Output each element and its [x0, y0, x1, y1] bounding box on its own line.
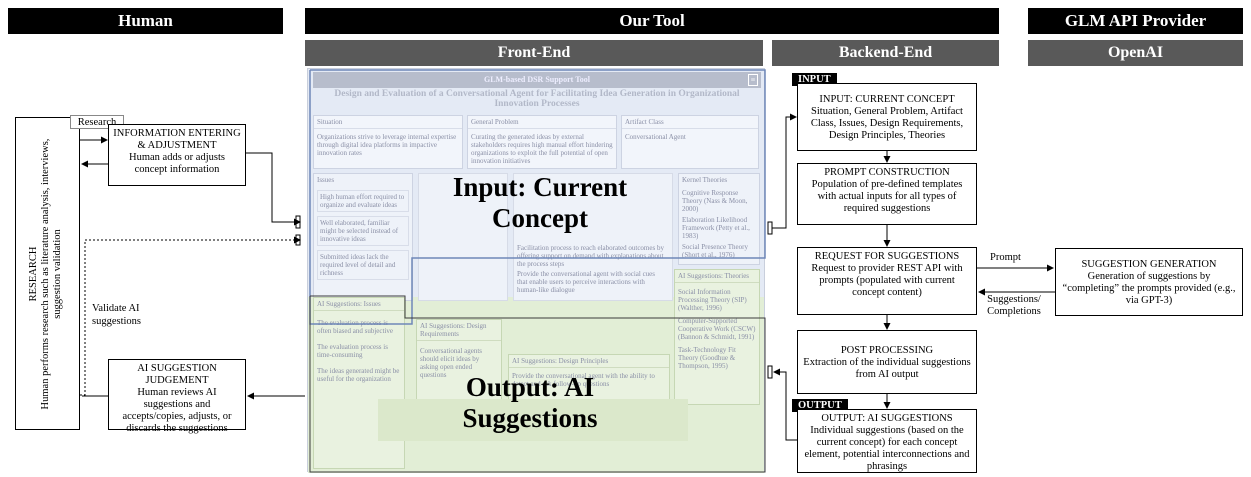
menu-icon[interactable]: ≡	[748, 74, 758, 86]
backend-output-box: OUTPUT: AI SUGGESTIONS Individual sugges…	[797, 409, 977, 473]
input-region-outline	[309, 69, 766, 325]
issue-item[interactable]: High human effort required to organize a…	[317, 190, 409, 212]
info-entry-box[interactable]: INFORMATION ENTERING & ADJUSTMENT Human …	[108, 124, 246, 186]
header-our-tool: Our Tool	[305, 8, 999, 34]
design-principles-panel: Facilitation process to reach elaborated…	[513, 173, 673, 301]
ai-issue-item[interactable]: The evaluation process is often biased a…	[317, 319, 394, 335]
backend-output-bracket-mark	[767, 365, 773, 379]
request-desc: Request to provider REST API with prompt…	[811, 263, 963, 298]
request-title: REQUEST FOR SUGGESTIONS	[814, 251, 960, 262]
info-entry-title: INFORMATION ENTERING & ADJUSTMENT	[113, 128, 241, 151]
backend-input-title: INPUT: CURRENT CONCEPT	[819, 94, 955, 105]
input-bracket-mark	[295, 215, 301, 229]
frontend-to-backend-arrow	[772, 113, 797, 229]
research-box	[15, 117, 80, 430]
issue-item[interactable]: Well elaborated, familiar might be selec…	[317, 216, 409, 246]
gen-title: SUGGESTION GENERATION	[1081, 259, 1217, 270]
backend-input-desc: Situation, General Problem, Artifact Cla…	[810, 106, 964, 141]
project-title: Design and Evaluation of a Conversationa…	[334, 89, 740, 109]
gen-desc: Generation of suggestions by “completing…	[1062, 271, 1236, 306]
ai-th-item[interactable]: Computer-Supported Cooperative Work (CSC…	[678, 317, 756, 341]
prompt-label: Prompt	[990, 252, 1021, 263]
field-label: Situation	[314, 116, 462, 129]
output-band	[378, 399, 688, 441]
header-openai: OpenAI	[1028, 40, 1243, 66]
prompt-construction-desc: Population of pre-defined templates with…	[811, 179, 963, 214]
field-artifact-class[interactable]: Artifact Class Conversational Agent	[621, 115, 759, 169]
prompt-construction-title: PROMPT CONSTRUCTION	[824, 167, 950, 178]
input-tag: INPUT	[792, 73, 837, 86]
info-to-frontend-arrow	[246, 152, 301, 226]
field-text: Curating the generated ideas by external…	[471, 133, 613, 165]
judgement-desc: Human reviews AI suggestions and accepts…	[122, 387, 232, 434]
validate-bracket-mark	[295, 234, 301, 246]
tool-titlebar: GLM-based DSR Support Tool	[313, 72, 761, 88]
ai-issues-panel: AI Suggestions: Issues The evaluation pr…	[313, 297, 405, 469]
header-backend-end: Backend-End	[772, 40, 999, 66]
backend-input-box: INPUT: CURRENT CONCEPT Situation, Genera…	[797, 83, 977, 151]
header-glm-provider: GLM API Provider	[1028, 8, 1243, 34]
ai-th-item[interactable]: Social Information Processing Theory (SI…	[678, 288, 747, 312]
ai-th-label: AI Suggestions: Theories	[675, 270, 759, 283]
ai-dr-label: AI Suggestions: Design Requirements	[417, 320, 501, 341]
ai-issues-label: AI Suggestions: Issues	[314, 298, 404, 311]
field-text: Organizations strive to leverage interna…	[317, 133, 457, 157]
validate-dotted-line	[80, 236, 301, 396]
output-region-outline	[309, 295, 766, 473]
suggestion-generation-box: SUGGESTION GENERATION Generation of sugg…	[1055, 248, 1243, 316]
field-situation[interactable]: Situation Organizations strive to levera…	[313, 115, 463, 169]
header-human: Human	[8, 8, 283, 34]
field-label: Artifact Class	[622, 116, 758, 129]
info-entry-desc: Human adds or adjusts concept informatio…	[129, 152, 225, 175]
post-processing-desc: Extraction of the individual suggestions…	[803, 357, 971, 380]
judgement-box[interactable]: AI SUGGESTION JUDGEMENT Human reviews AI…	[108, 359, 246, 434]
backend-output-title: OUTPUT: AI SUGGESTIONS	[821, 413, 953, 424]
backend-input-bracket-mark	[767, 221, 773, 235]
post-processing-box: POST PROCESSING Extraction of the indivi…	[797, 330, 977, 394]
issues-label: Issues	[317, 176, 335, 184]
output-overlay-label: Output: AI Suggestions	[462, 372, 598, 433]
ai-theories-panel: AI Suggestions: Theories Social Informat…	[674, 269, 760, 405]
kt-item[interactable]: Cognitive Response Theory (Nass & Moon, …	[682, 189, 748, 213]
ai-th-item[interactable]: Task-Technology Fit Theory (Goodhue & Th…	[678, 346, 736, 370]
judgement-title: AI SUGGESTION JUDGEMENT	[137, 363, 217, 386]
output-tag: OUTPUT	[792, 399, 848, 412]
frontend-screenshot: GLM-based DSR Support Tool ≡ Design and …	[307, 68, 765, 473]
backend-output-desc: Individual suggestions (based on the cur…	[804, 425, 970, 472]
design-requirements-panel	[418, 173, 508, 301]
ai-dr-item[interactable]: Conversational agents should elicit idea…	[420, 347, 483, 379]
ai-issue-item[interactable]: The ideas generated might be useful for …	[317, 367, 400, 383]
prompt-construction-box: PROMPT CONSTRUCTION Population of pre-de…	[797, 163, 977, 225]
request-box: REQUEST FOR SUGGESTIONS Request to provi…	[797, 247, 977, 315]
tool-title: GLM-based DSR Support Tool	[483, 75, 591, 84]
return-label: Suggestions/ Completions	[987, 294, 1041, 317]
kernel-theories-panel: Kernel Theories Cognitive Response Theor…	[678, 173, 760, 265]
backend-to-frontend-arrow	[773, 368, 797, 441]
validate-label: Validate AI suggestions	[92, 303, 142, 327]
field-label: General Problem	[468, 116, 616, 129]
dp-text: Facilitation process to reach elaborated…	[517, 244, 664, 268]
ai-dp-label: AI Suggestions: Design Principles	[509, 355, 669, 368]
ai-dp-item[interactable]: Provide the conversational agent with th…	[512, 372, 655, 388]
field-text: Conversational Agent	[625, 133, 686, 141]
kt-item[interactable]: Social Presence Theory (Short et al., 19…	[682, 243, 748, 259]
input-overlay-label: Input: Current Concept	[452, 172, 628, 233]
header-front-end: Front-End	[305, 40, 763, 66]
issues-panel: Issues High human effort required to org…	[313, 173, 413, 301]
dp-text: Provide the conversational agent with so…	[517, 270, 656, 294]
field-general-problem[interactable]: General Problem Curating the generated i…	[467, 115, 617, 169]
ai-issue-item[interactable]: The evaluation process is time-consuming	[317, 343, 388, 359]
issue-item[interactable]: Submitted ideas lack the required level …	[317, 250, 409, 280]
kt-item[interactable]: Elaboration Likelihood Framework (Petty …	[682, 216, 750, 240]
kt-label: Kernel Theories	[682, 176, 728, 184]
post-processing-title: POST PROCESSING	[840, 345, 934, 356]
